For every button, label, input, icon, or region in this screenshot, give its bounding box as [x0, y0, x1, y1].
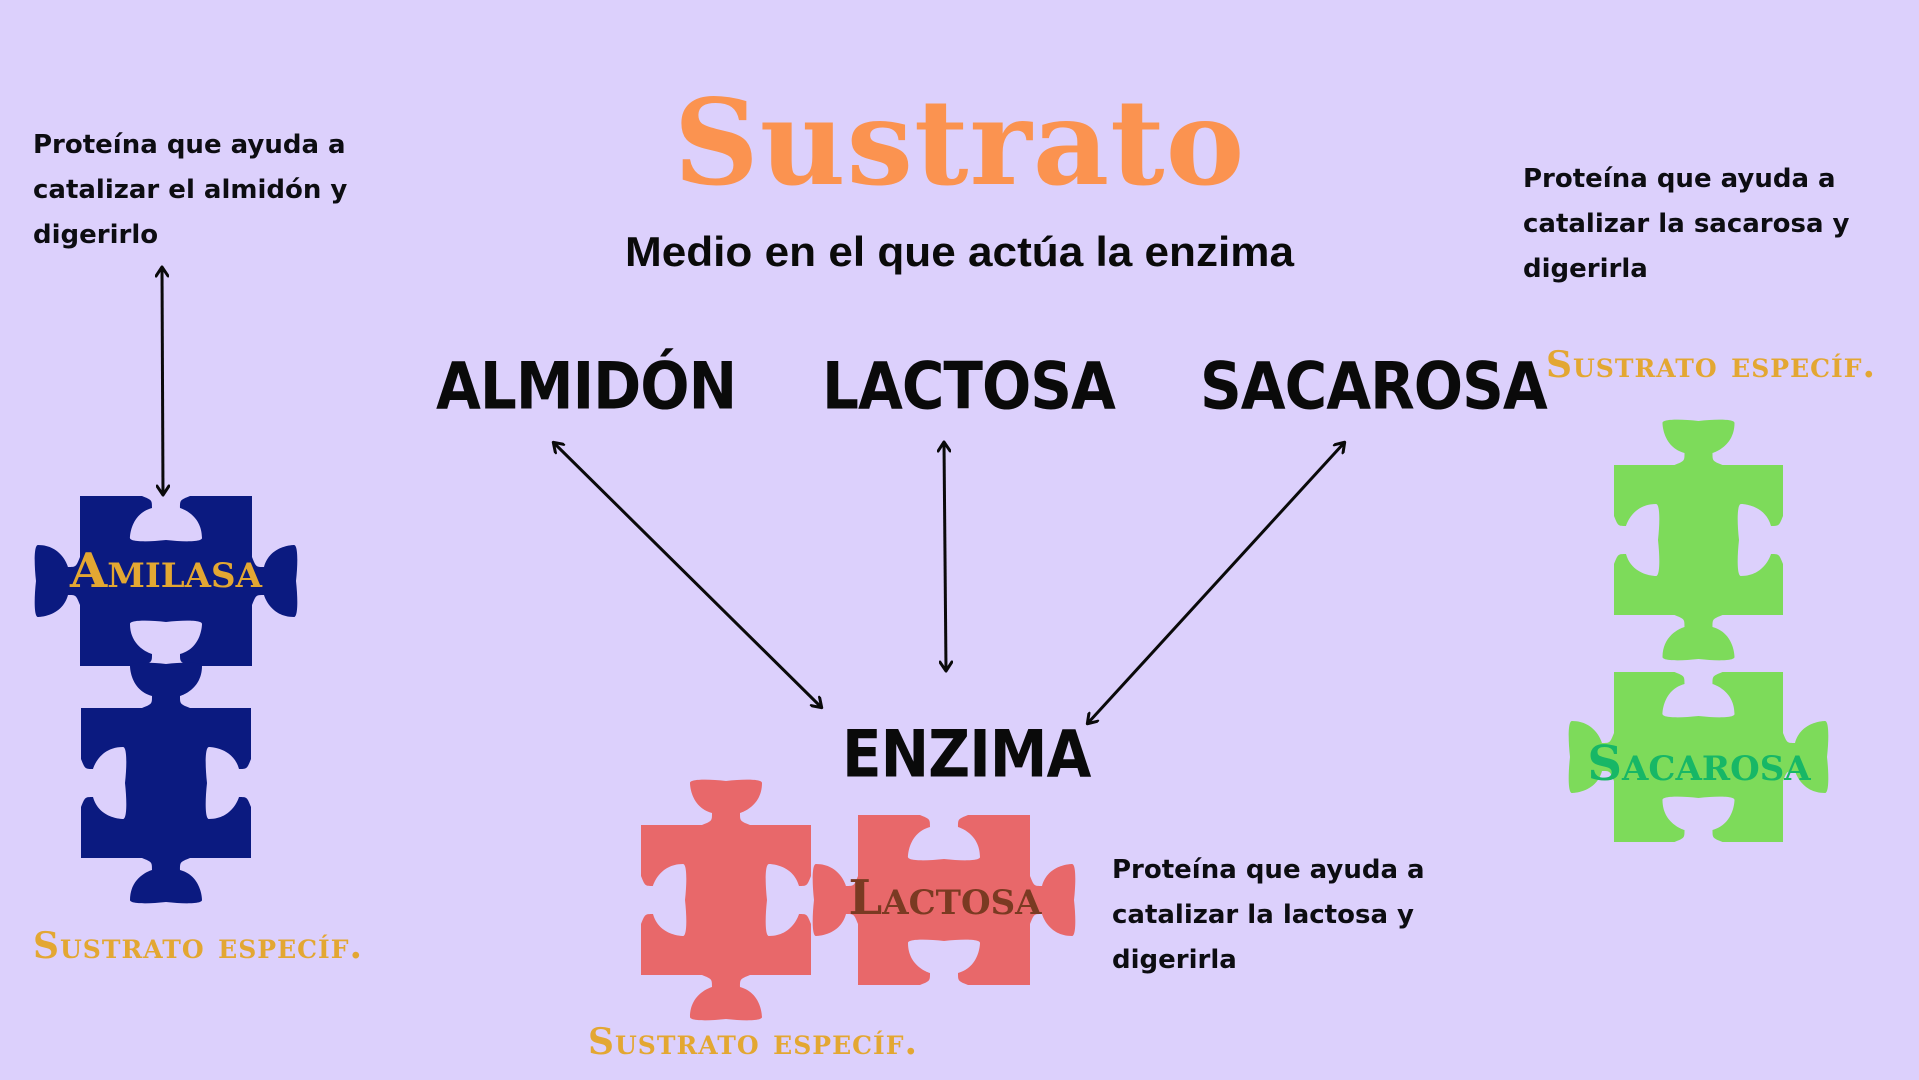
- sacarasa-description: Proteína que ayuda a catalizar la sacaro…: [1523, 157, 1850, 292]
- description-line: catalizar la sacarosa y: [1523, 209, 1850, 239]
- double-arrow-icon: [1088, 443, 1344, 723]
- amilasa-piece-label: Amilasa: [69, 543, 262, 599]
- sacarasa-specific-substrate-label: Sustrato específ.: [1546, 344, 1877, 386]
- lactosa-piece-label: Lactosa: [848, 870, 1042, 926]
- substrate-almidon: ALMIDÓN: [436, 347, 737, 425]
- amilasa-specific-substrate-label: Sustrato específ.: [33, 925, 364, 967]
- description-line: catalizar el almidón y: [33, 175, 348, 205]
- double-arrow-icon: [944, 443, 946, 670]
- puzzle-piece-icon: [1568, 672, 1829, 842]
- description-line: Proteína que ayuda a: [1523, 164, 1836, 194]
- puzzle-piece-icon: [34, 496, 298, 666]
- puzzle-piece-icon: [81, 662, 251, 904]
- substrate-sacarosa: SACAROSA: [1200, 347, 1548, 425]
- double-arrow-icon: [554, 443, 821, 707]
- puzzle-piece-icon: [641, 779, 811, 1021]
- description-line: Proteína que ayuda a: [33, 130, 346, 160]
- description-line: digerirla: [1523, 254, 1648, 284]
- enzyme-label: ENZIMA: [842, 715, 1091, 793]
- lactasa-description: Proteína que ayuda a catalizar la lactos…: [1112, 848, 1425, 983]
- page-title: Sustrato: [673, 73, 1246, 212]
- substrate-lactosa: LACTOSA: [822, 347, 1116, 425]
- puzzle-piece-icon: [1614, 419, 1783, 661]
- description-line: digerirla: [1112, 945, 1237, 975]
- page-subtitle: Medio en el que actúa la enzima: [624, 228, 1295, 275]
- amilasa-description: Proteína que ayuda a catalizar el almidó…: [33, 123, 347, 258]
- description-line: Proteína que ayuda a: [1112, 855, 1425, 885]
- puzzle-piece-icon: [812, 815, 1076, 985]
- sacarosa-piece-label: Sacarosa: [1587, 736, 1811, 792]
- description-line: catalizar la lactosa y: [1112, 900, 1414, 930]
- double-arrow-icon: [162, 268, 163, 494]
- description-line: digerirlo: [33, 220, 159, 250]
- lactasa-specific-substrate-label: Sustrato específ.: [588, 1021, 919, 1063]
